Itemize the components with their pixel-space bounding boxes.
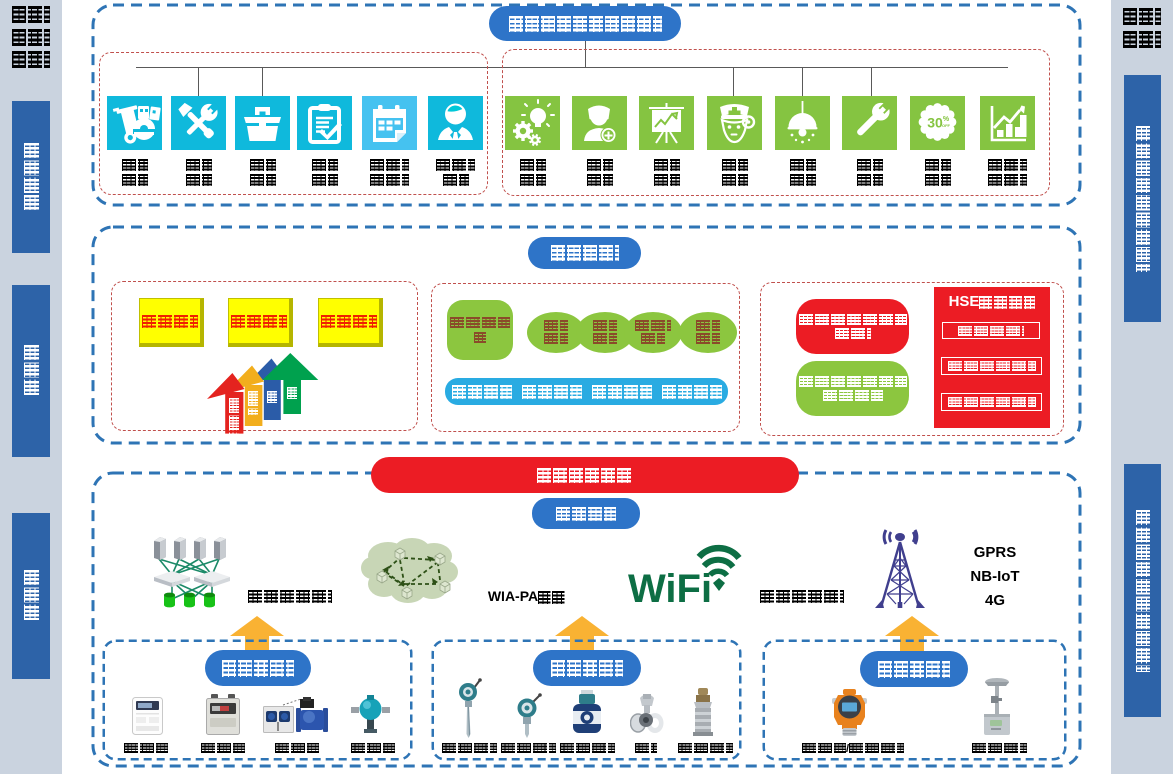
svg-text:30: 30 (927, 115, 943, 131)
svg-text:WiFi: WiFi (628, 567, 712, 606)
svg-text:OFF: OFF (942, 123, 951, 128)
svg-text:%: % (943, 116, 950, 123)
